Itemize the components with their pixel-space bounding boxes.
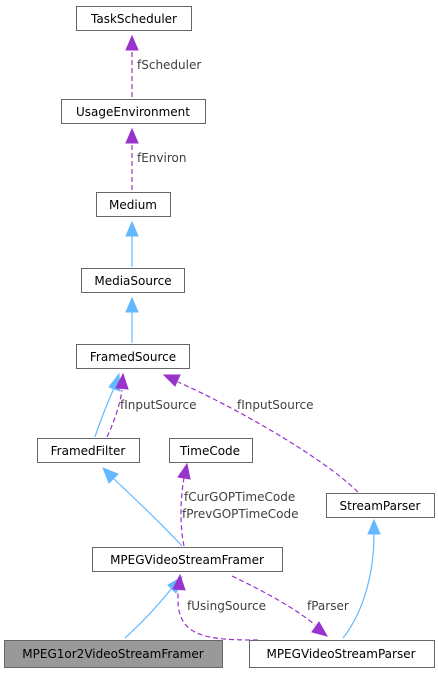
node-taskscheduler[interactable]: TaskScheduler	[76, 6, 192, 31]
node-mpeg1or2videostreamframer[interactable]: MPEG1or2VideoStreamFramer	[4, 640, 223, 668]
node-label-mpeg1or2videostreamframer: MPEG1or2VideoStreamFramer	[22, 647, 203, 661]
node-label-framedsource: FramedSource	[90, 350, 176, 364]
label-fprevgoptimecode: fPrevGOPTimeCode	[182, 507, 298, 521]
node-mediasource[interactable]: MediaSource	[81, 268, 185, 293]
node-label-usageenvironment: UsageEnvironment	[76, 105, 190, 119]
node-label-framedfilter: FramedFilter	[51, 444, 126, 458]
node-framedsource[interactable]: FramedSource	[76, 344, 190, 369]
node-usageenvironment[interactable]: UsageEnvironment	[61, 99, 206, 124]
edge-finputsource-parser	[162, 374, 359, 493]
node-mpegvideostreamframer[interactable]: MPEGVideoStreamFramer	[92, 547, 283, 572]
edge-fparser	[231, 575, 329, 637]
edge-finputsource-filter	[106, 372, 129, 438]
node-label-mpegvideostreamparser: MPEGVideoStreamParser	[266, 647, 415, 661]
edge-inherit-mpeg1or2-framer	[124, 575, 183, 639]
node-framedfilter[interactable]: FramedFilter	[37, 438, 140, 463]
edge-fscheduler	[125, 34, 139, 97]
node-medium[interactable]: Medium	[96, 192, 171, 217]
node-label-timecode: TimeCode	[179, 444, 240, 458]
label-finputsource-filter: fInputSource	[120, 398, 197, 412]
label-fcurgoptimecode: fCurGOPTimeCode	[184, 490, 295, 504]
node-label-mediasource: MediaSource	[94, 274, 171, 288]
edge-inherit-framer-framedfilter	[102, 467, 183, 547]
node-label-streamparser: StreamParser	[340, 499, 421, 513]
label-fscheduler: fScheduler	[137, 58, 201, 72]
node-label-medium: Medium	[109, 198, 157, 212]
node-streamparser[interactable]: StreamParser	[326, 493, 435, 518]
edge-fusingsource	[172, 573, 259, 641]
label-fusingsource: fUsingSource	[187, 599, 266, 613]
node-label-taskscheduler: TaskScheduler	[90, 12, 177, 26]
label-finputsource-parser: fInputSource	[237, 398, 314, 412]
edge-inherit-mediasource-medium	[125, 220, 139, 267]
edge-fgoptimecode	[177, 462, 191, 547]
node-timecode[interactable]: TimeCode	[169, 438, 253, 463]
edge-inherit-parser-streamparser	[342, 518, 381, 639]
label-fparser: fParser	[307, 599, 349, 613]
edge-inherit-framedfilter-framedsource	[94, 372, 121, 438]
edge-inherit-framedsource-mediasource	[125, 296, 139, 343]
edge-fenviron	[125, 127, 139, 190]
node-label-mpegvideostreamframer: MPEGVideoStreamFramer	[110, 553, 264, 567]
label-fenviron: fEnviron	[137, 151, 186, 165]
node-mpegvideostreamparser[interactable]: MPEGVideoStreamParser	[249, 640, 435, 668]
